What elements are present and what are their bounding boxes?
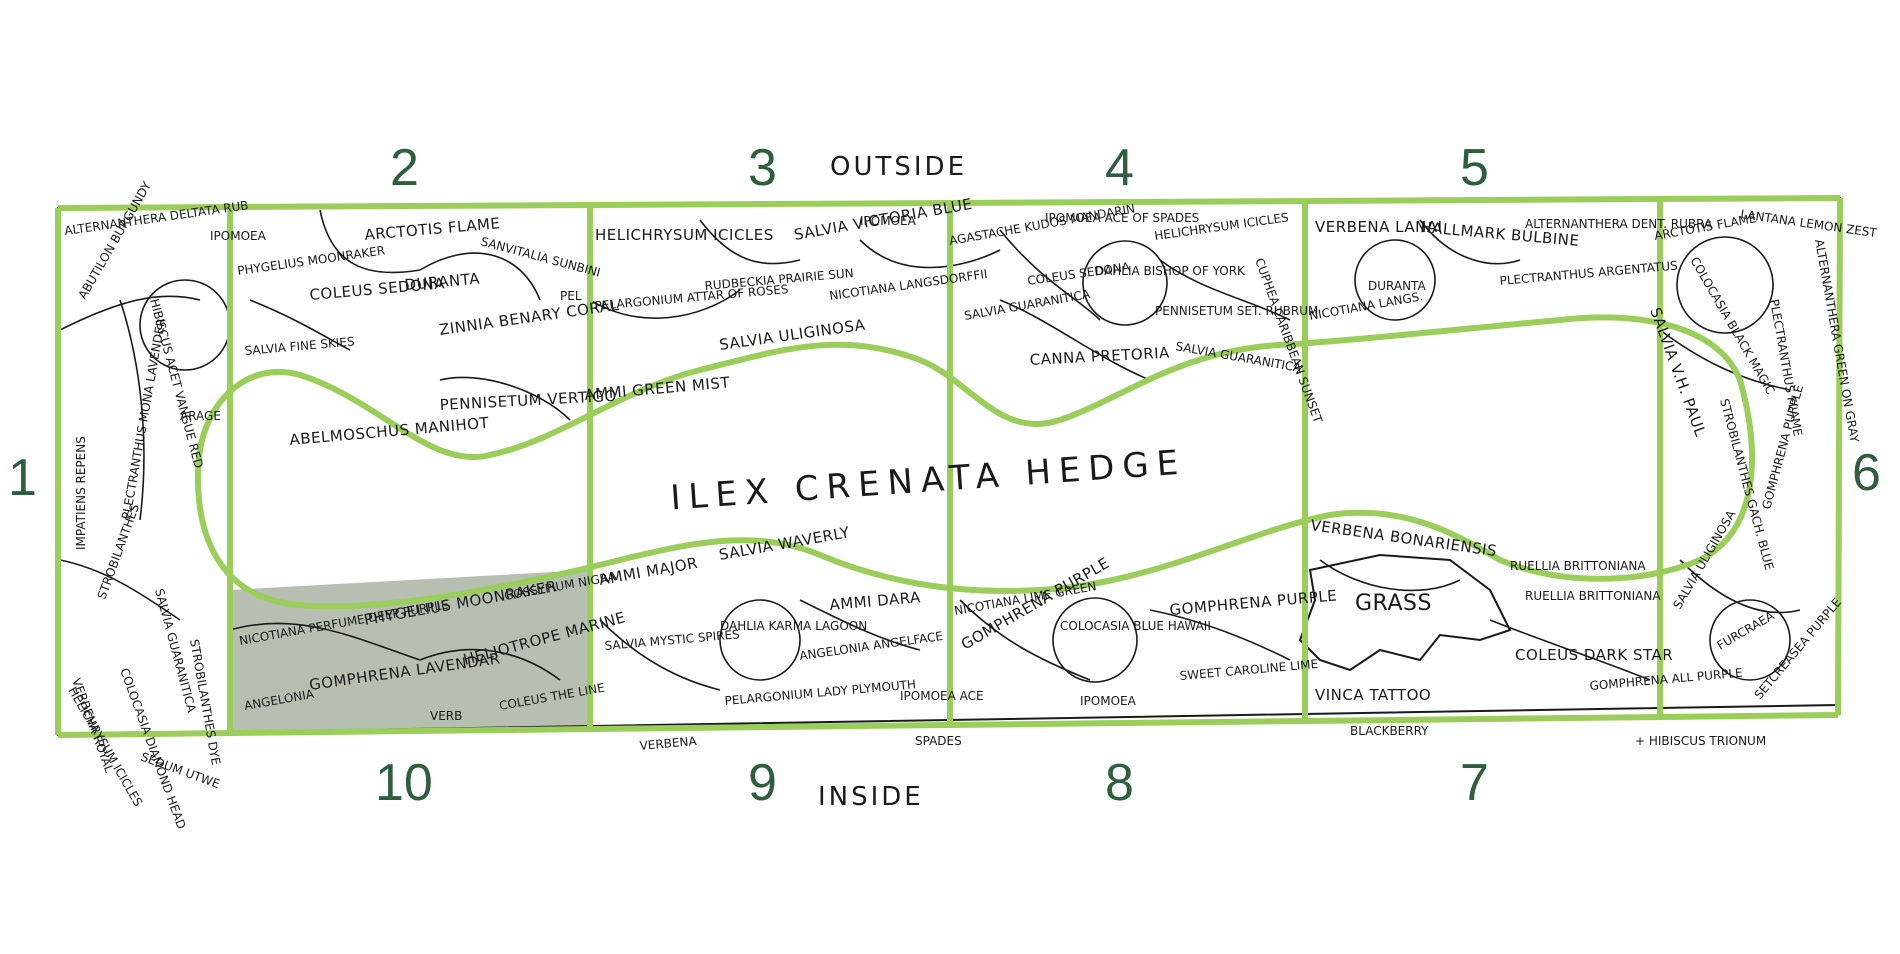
inside-label: INSIDE: [818, 782, 924, 812]
plant-label: VERBENA LANAI: [1315, 218, 1443, 236]
section-number-5: 5: [1460, 139, 1489, 197]
plant-label: IPOMOEA: [1080, 694, 1137, 708]
plant-label: FURCRAEA: [1715, 608, 1778, 652]
section-number-8: 8: [1105, 754, 1134, 812]
plant-label: PENNISETUM SET. RUBRUM: [1155, 304, 1318, 318]
plant-label: PELARGONIUM ATTAR OF ROSES: [594, 282, 789, 313]
plant-label: VERBENA BONARIENSIS: [1309, 516, 1498, 560]
section-3-plants: HELICHRYSUM ICICLES SALVIA VICTORIA BLUE…: [584, 195, 988, 404]
plant-label: IMPATIENS REPENS: [74, 436, 88, 550]
plant-label: + HIBISCUS TRIONUM: [1635, 734, 1766, 748]
hedge-outline: [194, 314, 1755, 610]
plant-cell-lines: [59, 209, 1801, 691]
plant-label: AMMI DARA: [829, 588, 922, 614]
section-number-3: 3: [748, 139, 777, 197]
section-numbers: 1 2 3 4 5 6 7 8 9 10: [8, 139, 1881, 812]
plant-label: CANNA PRETORIA: [1029, 344, 1170, 369]
plant-label: COLOCASIA BLUE HAWAII: [1060, 619, 1211, 633]
plant-label: IPOMOEA: [210, 229, 267, 243]
section-number-4: 4: [1105, 139, 1134, 197]
plant-label: RUELLIA BRITTONIANA: [1510, 559, 1646, 573]
plant-label: PLECTRANTHUS ARGENTATUS: [1499, 258, 1678, 288]
section-9-plants: AMMI MAJOR SALVIA WAVERLY AMMI DARA SALV…: [598, 523, 944, 753]
plant-label: BLACKBERRY: [1350, 724, 1429, 738]
plant-label: IPOMOEA ACE: [900, 689, 984, 703]
plant-label: ZINNIA BENARY CORAL: [438, 296, 620, 339]
plant-label: DAHLIA KARMA LAGOON: [720, 619, 867, 633]
section-10-shade: [230, 570, 590, 730]
plant-label: PLECTRANTHUS MONA LAVENDER: [119, 317, 168, 520]
plant-label: VERB: [430, 709, 462, 723]
plant-label: VINCA TATTOO: [1315, 686, 1431, 704]
plant-label: DURANTA: [1368, 279, 1426, 293]
hedge-label: ILEX CRENATA HEDGE: [669, 443, 1187, 519]
plant-label: SALVIA ULIGINOSA: [1670, 507, 1738, 611]
plant-label: ALTERNANTHERA DENT. RUBRA: [1525, 217, 1713, 231]
plant-label: SPADES: [915, 734, 962, 748]
section-number-7: 7: [1460, 754, 1489, 812]
section-6-plants: ARCTOTIS FLAME LANTANA LEMON ZEST COLOCA…: [1589, 207, 1878, 748]
section-number-9: 9: [748, 754, 777, 812]
section-number-1: 1: [8, 449, 37, 507]
section-dividers: [55, 195, 1843, 738]
plant-label: GOMPHRENA PURPLE: [1759, 383, 1806, 510]
plant-label: GOMPHRENA ALL PURPLE: [1589, 666, 1743, 693]
section-5-plants: VERBENA LANAI HALLMARK BULBINE ALTERNANT…: [1308, 217, 1713, 323]
plant-label: HELICHRYSUM ICICLES: [595, 226, 774, 244]
plant-label: ARAGE: [180, 409, 221, 423]
plant-label: COLOCASIA DIAMOND HEAD: [117, 666, 188, 831]
plant-label: AMMI GREEN MIST: [584, 373, 731, 404]
plant-label: LANTANA LEMON ZEST: [1740, 207, 1879, 240]
section-number-6: 6: [1852, 444, 1881, 502]
section-4-plants: AGASTACHE KUDOS MANDARIN IPOMOEA ACE OF …: [948, 201, 1325, 425]
grass-label: GRASS: [1355, 591, 1432, 616]
plant-label: SALVIA FINE SKIES: [244, 334, 355, 358]
plant-label: PHYGELIUS MOONRAKER: [236, 243, 385, 278]
plant-label: DAHLIA BISHOP OF YORK: [1095, 264, 1246, 278]
plant-label: SWEET CAROLINE LIME: [1179, 657, 1319, 683]
plant-label: RUELLIA BRITTONIANA: [1525, 589, 1661, 603]
plant-label: COLEUS DARK STAR: [1515, 646, 1673, 664]
plant-label: DURANTA: [404, 269, 481, 294]
plant-label: ABUTILON BURGUNDY: [75, 179, 154, 302]
plant-label: PEL: [560, 289, 582, 303]
section-2-plants: IPOMOEA PHYGELIUS MOONRAKER ARCTOTIS FLA…: [210, 214, 620, 449]
plant-label: IPOMOEA ACE OF SPADES: [1045, 211, 1199, 225]
plant-label: IPOMOEA: [860, 214, 917, 228]
outside-label: OUTSIDE: [830, 152, 967, 182]
plant-label: GOMPHRENA PURPLE: [1169, 586, 1338, 619]
section-number-10: 10: [375, 754, 433, 812]
plant-label: SALVIA GUARANITICA: [963, 287, 1092, 323]
section-7-plants: VERBENA BONARIENSIS RUELLIA BRITTONIANA …: [1309, 516, 1673, 738]
section-number-2: 2: [390, 139, 419, 197]
plant-label: VERBENA: [639, 734, 698, 753]
plant-label: PELARGONIUM LADY PLYMOUTH: [724, 677, 917, 708]
